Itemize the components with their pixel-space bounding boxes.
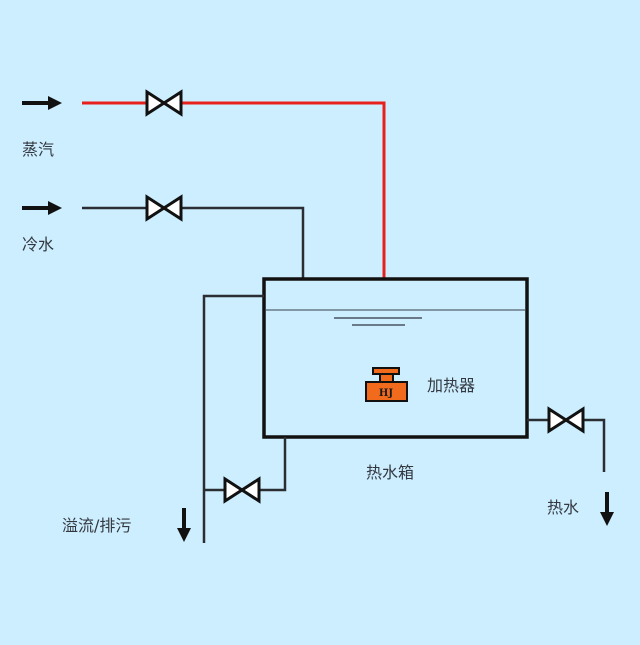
overflow-drain-label: 溢流/排污 bbox=[62, 516, 131, 535]
steam-arrow-icon bbox=[22, 96, 62, 110]
steam-valve-icon[interactable] bbox=[145, 90, 183, 116]
tank-label: 热水箱 bbox=[366, 463, 414, 482]
hot-water-valve-icon[interactable] bbox=[547, 407, 585, 433]
heater-code: HJ bbox=[379, 388, 393, 399]
steam-label: 蒸汽 bbox=[22, 140, 54, 159]
drain-valve-icon[interactable] bbox=[223, 477, 261, 503]
hot-water-pipe bbox=[527, 418, 606, 472]
drain-pipe bbox=[204, 437, 287, 492]
hot-water-tank bbox=[262, 277, 529, 439]
heater[interactable]: HJ bbox=[365, 367, 408, 402]
heater-label: 加热器 bbox=[427, 376, 475, 395]
cold-water-pipe bbox=[82, 206, 305, 279]
overflow-pipe bbox=[202, 294, 264, 543]
drain-arrow-down-icon bbox=[177, 508, 191, 542]
cold-water-label: 冷水 bbox=[22, 235, 54, 254]
cold-water-arrow-icon bbox=[22, 201, 62, 215]
hot-water-label: 热水 bbox=[547, 498, 579, 517]
cold-water-valve-icon[interactable] bbox=[145, 195, 183, 221]
hot-water-arrow-down-icon bbox=[600, 492, 614, 526]
